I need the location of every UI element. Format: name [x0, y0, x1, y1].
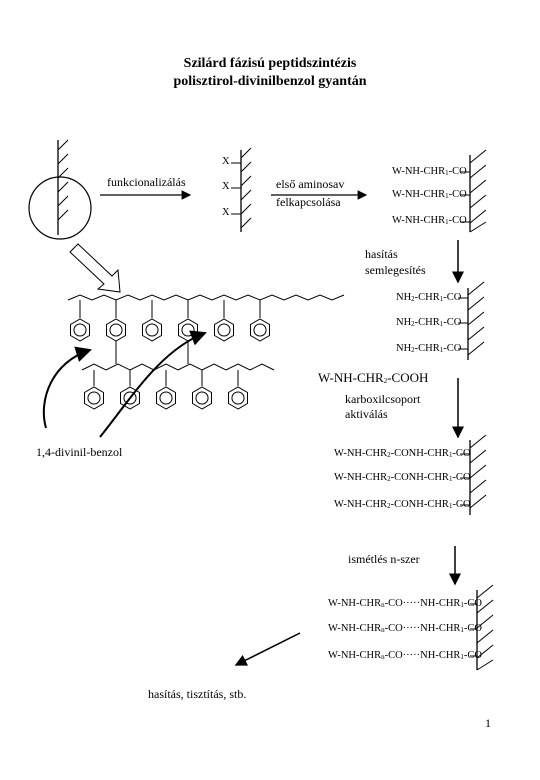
resin-surface-step1: [460, 149, 487, 233]
step3-formula-1: W-NH-CHR2-CONH-CHR1-CO: [334, 448, 471, 459]
label-karboxil-2: aktiválás: [345, 407, 388, 421]
label-final: hasítás, tisztítás, stb.: [148, 687, 247, 701]
bottom-benzene-ring-2: [156, 386, 176, 410]
top-benzene-ring-0-inner: [73, 323, 87, 337]
step3-formula-3: W-NH-CHR2-CONH-CHR1-CO: [334, 499, 471, 510]
step1-formula-2: W-NH-CHR1-CO: [392, 189, 467, 200]
page-number: 1: [485, 716, 491, 730]
resin-surface-step2: [458, 281, 485, 360]
top-benzene-ring-5-inner: [253, 323, 267, 337]
bottom-benzene-ring-1: [120, 386, 140, 410]
x-mark-3: X: [222, 207, 230, 218]
top-benzene-ring-2-inner: [145, 323, 159, 337]
resin-surface-x: [231, 147, 252, 232]
bottom-benzene-ring-0-inner: [87, 391, 101, 405]
label-hasitas-1: hasítás: [365, 247, 398, 261]
label-funkcionalizalas: funkcionalizálás: [107, 175, 186, 189]
title-line-1: Szilárd fázisú peptidszintézis: [183, 56, 357, 71]
x-mark-2: X: [222, 181, 230, 192]
resin-surface-left: [28, 139, 92, 240]
polymer-structure: [67, 294, 345, 410]
step4-formula-1: W-NH-CHRn-CO·····NH-CHR1-CO: [328, 598, 483, 609]
top-benzene-ring-1: [106, 318, 126, 342]
label-ismetles: ismétlés n-szer: [348, 552, 420, 566]
resin-surface-step3: [460, 434, 487, 515]
bottom-benzene-ring-4: [228, 386, 248, 410]
top-benzene-ring-0: [70, 318, 90, 342]
bottom-benzene-ring-0: [84, 386, 104, 410]
top-benzene-ring-4-inner: [217, 323, 231, 337]
label-hasitas-2: semlegesítés: [365, 263, 426, 277]
reagent-formula: W-NH-CHR2-COOH: [318, 370, 429, 385]
step2-formula-3: NH2-CHR1-CO: [396, 343, 462, 354]
bottom-benzene-ring-2-inner: [159, 391, 173, 405]
curved-arrow-2: [99, 330, 207, 438]
step2-formula-1: NH2-CHR1-CO: [396, 292, 462, 303]
label-divinil: 1,4-divinil-benzol: [36, 445, 123, 459]
step4-formula-2: W-NH-CHRn-CO·····NH-CHR1-CO: [328, 623, 483, 634]
label-elso-aminosav-1: első aminosav: [276, 177, 345, 191]
label-karboxil-1: karboxilcsoport: [345, 392, 421, 406]
top-benzene-ring-5: [250, 318, 270, 342]
bottom-benzene-ring-4-inner: [231, 391, 245, 405]
step1-formula-3: W-NH-CHR1-CO: [392, 215, 467, 226]
top-benzene-ring-2: [142, 318, 162, 342]
top-benzene-ring-3-inner: [181, 323, 195, 337]
step2-formula-2: NH2-CHR1-CO: [396, 317, 462, 328]
resin-surface-step4: [470, 584, 494, 671]
bottom-benzene-ring-3: [192, 386, 212, 410]
bottom-benzene-ring-1-inner: [123, 391, 137, 405]
top-benzene-ring-4: [214, 318, 234, 342]
label-elso-aminosav-2: felkapcsolása: [276, 195, 341, 209]
top-benzene-ring-1-inner: [109, 323, 123, 337]
bottom-benzene-ring-3-inner: [195, 391, 209, 405]
curved-arrow-1: [42, 346, 92, 429]
step3-formula-2: W-NH-CHR2-CONH-CHR1-CO: [334, 472, 471, 483]
resin-bead-circle: [28, 176, 92, 240]
step4-formula-3: W-NH-CHRn-CO·····NH-CHR1-CO: [328, 650, 483, 661]
arrow-final: [234, 632, 301, 666]
step1-formula-1: W-NH-CHR1-CO: [392, 166, 467, 177]
x-mark-1: X: [222, 156, 230, 167]
title-line-2: polisztirol-divinilbenzol gyantán: [173, 74, 367, 89]
zoom-arrow: [69, 243, 121, 293]
